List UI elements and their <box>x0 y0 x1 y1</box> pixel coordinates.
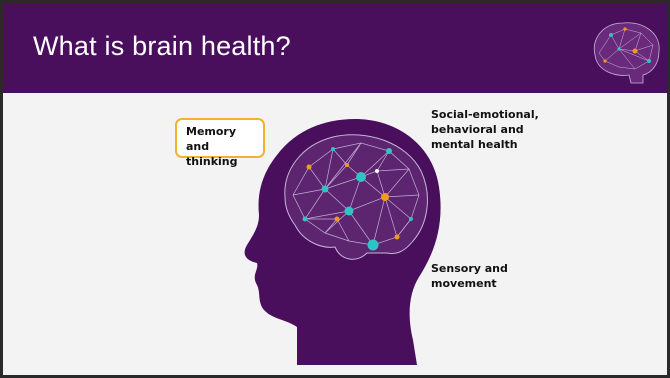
brain-network-logo-icon <box>593 22 660 84</box>
head-profile-icon <box>244 119 441 365</box>
slide: What is brain health? Memory and thinkin… <box>3 3 667 375</box>
header-bar: What is brain health? <box>3 3 667 93</box>
brain-network-icon <box>284 134 428 260</box>
social-emotional-label: Social-emotional, behavioral and mental … <box>431 108 539 151</box>
memory-thinking-label: Memory and thinking <box>175 118 265 168</box>
sensory-movement-label: Sensory and movement <box>431 262 508 290</box>
slide-title: What is brain health? <box>33 31 291 61</box>
